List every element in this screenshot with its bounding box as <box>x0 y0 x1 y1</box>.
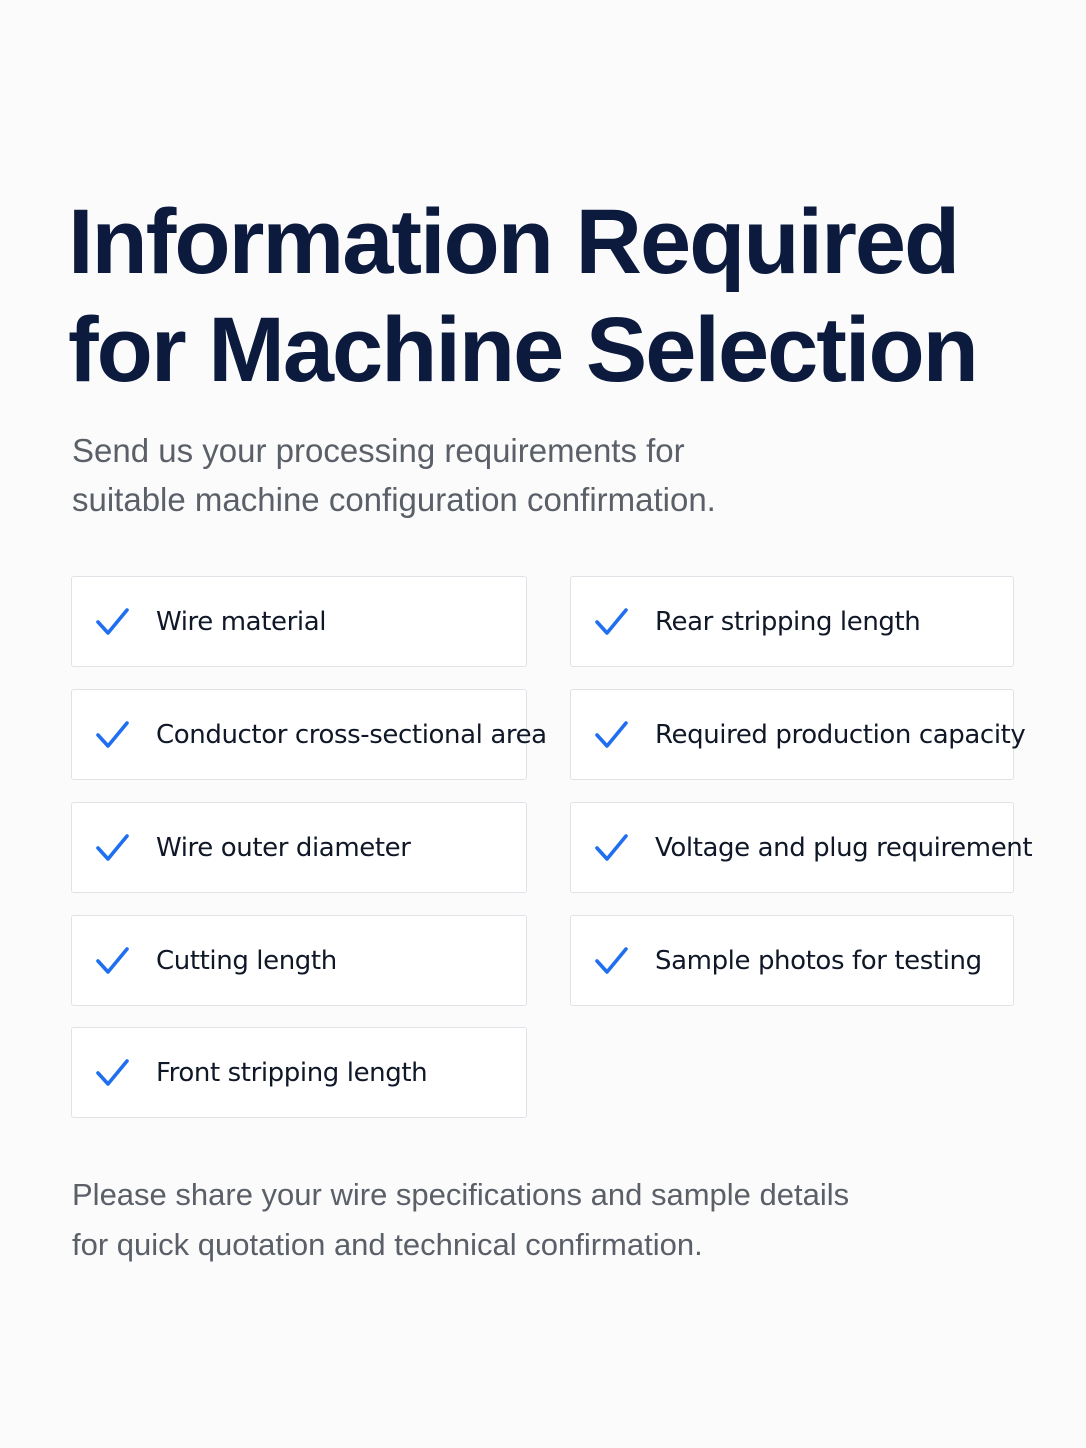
page-title: Information Required for Machine Selecti… <box>68 188 1028 404</box>
checklist-item-sample-photos: Sample photos for testing <box>570 915 1014 1006</box>
checkmark-icon <box>593 830 629 866</box>
checklist-item-label: Front stripping length <box>156 1058 428 1088</box>
checklist-item-label: Wire material <box>156 607 327 637</box>
checkmark-icon <box>593 604 629 640</box>
checkmark-icon <box>94 1055 130 1091</box>
footer-line: for quick quotation and technical confir… <box>72 1227 703 1262</box>
checkmark-icon <box>94 943 130 979</box>
page-title-line: for Machine Selection <box>68 299 979 401</box>
checklist-item-label: Cutting length <box>156 946 337 976</box>
checklist-item-voltage-plug: Voltage and plug requirement <box>570 802 1033 893</box>
page-title-line: Information Required <box>68 191 960 293</box>
checklist-item-rear-stripping-length: Rear stripping length <box>570 576 1014 667</box>
checkmark-icon <box>593 717 629 753</box>
checklist-item-production-capacity: Required production capacity <box>570 689 1026 780</box>
checklist-item-wire-outer-diameter: Wire outer diameter <box>71 802 527 893</box>
checklist-item-label: Conductor cross-sectional area <box>156 720 547 750</box>
checkmark-icon <box>593 943 629 979</box>
subtitle-line: Send us your processing requirements for <box>72 432 685 469</box>
checkmark-icon <box>94 717 130 753</box>
page-subtitle: Send us your processing requirements for… <box>72 426 832 524</box>
checklist-item-cutting-length: Cutting length <box>71 915 527 1006</box>
requirements-checklist: Wire material Conductor cross-sectional … <box>71 576 1033 1119</box>
checklist-item-label: Required production capacity <box>655 720 1026 750</box>
checklist-item-label: Rear stripping length <box>655 607 921 637</box>
footer-line: Please share your wire specifications an… <box>72 1177 850 1212</box>
checkmark-icon <box>94 830 130 866</box>
checklist-item-label: Voltage and plug requirement <box>655 833 1033 863</box>
checklist-item-conductor-area: Conductor cross-sectional area <box>71 689 547 780</box>
subtitle-line: suitable machine configuration confirmat… <box>72 481 716 518</box>
checklist-item-label: Sample photos for testing <box>655 946 982 976</box>
footer-note: Please share your wire specifications an… <box>72 1170 872 1270</box>
checklist-item-wire-material: Wire material <box>71 576 527 667</box>
checklist-item-label: Wire outer diameter <box>156 833 411 863</box>
checklist-item-front-stripping-length: Front stripping length <box>71 1027 527 1118</box>
checkmark-icon <box>94 604 130 640</box>
